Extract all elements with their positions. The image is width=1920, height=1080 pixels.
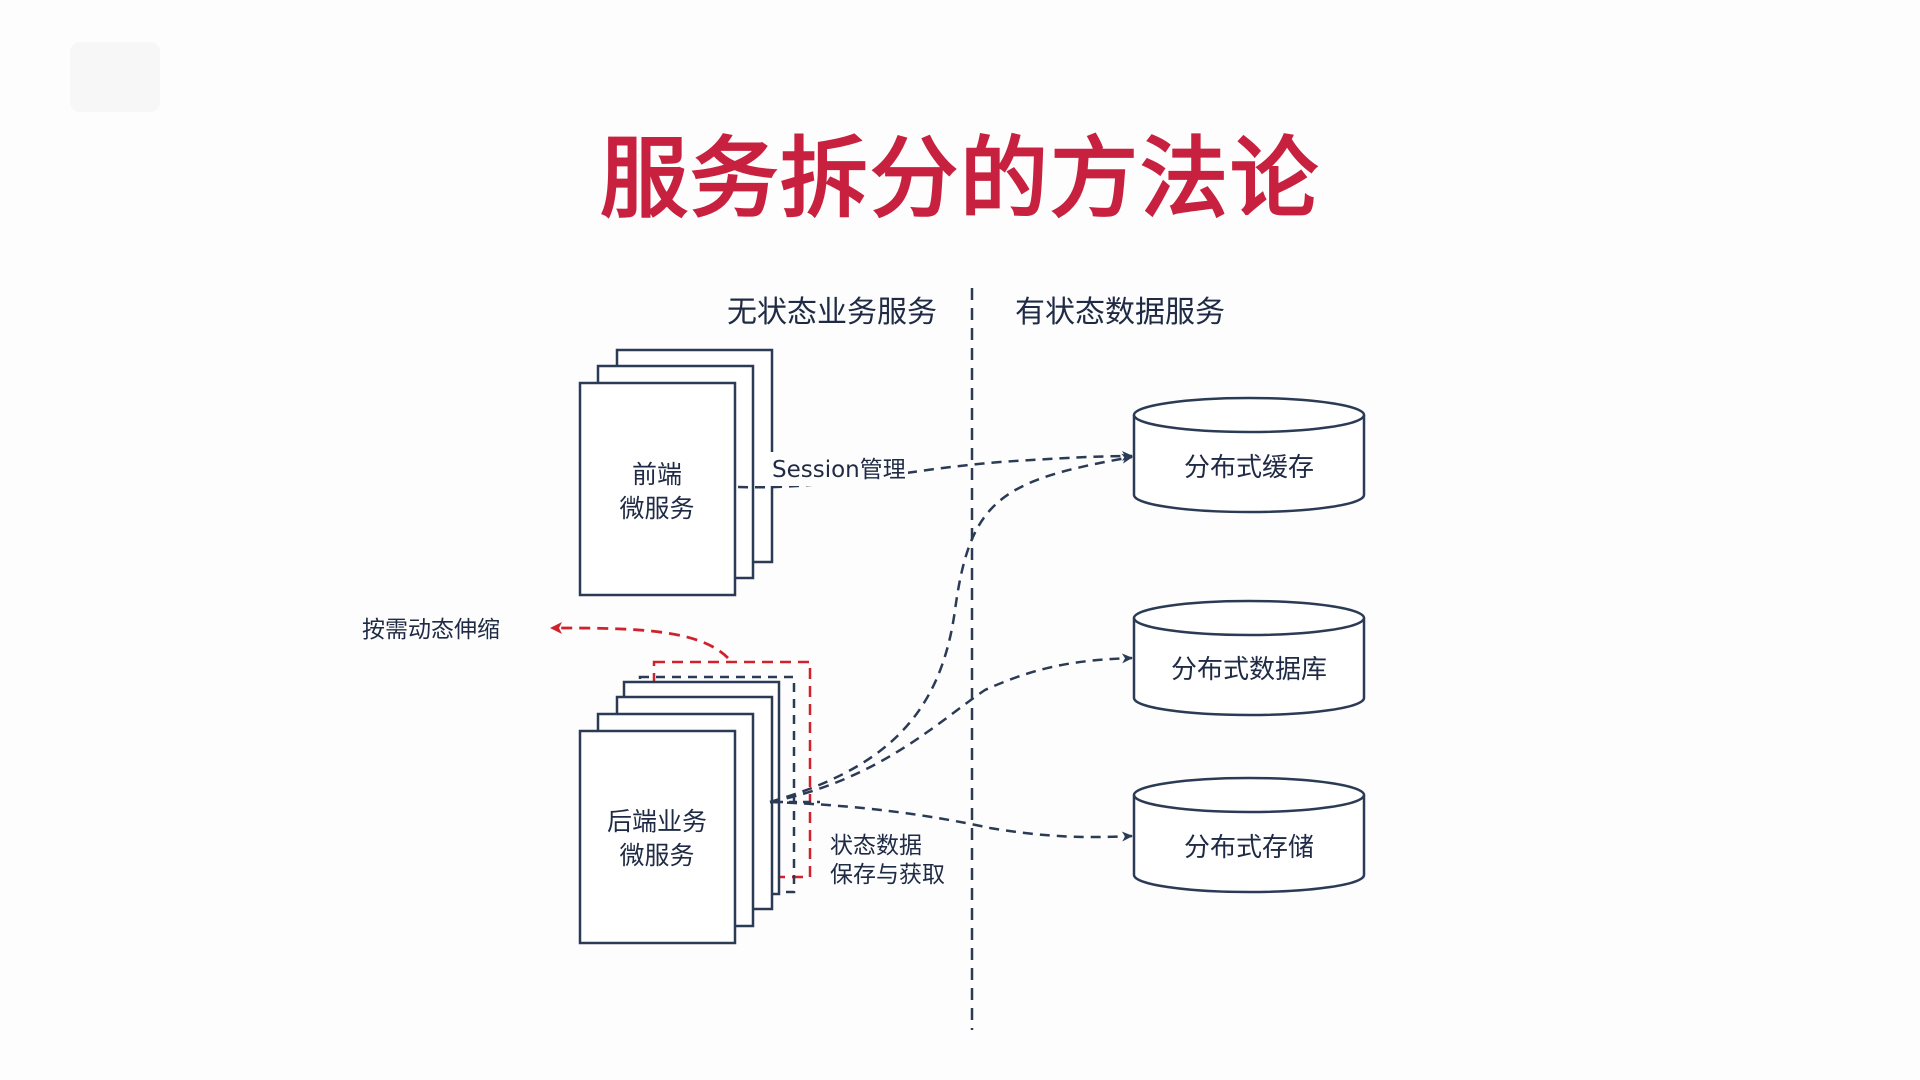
state-data-label-line1: 状态数据 bbox=[830, 833, 922, 859]
storage-label: 分布式存储 bbox=[1184, 833, 1314, 863]
database-cylinder: 分布式数据库 bbox=[1132, 599, 1366, 717]
logo-watermark bbox=[70, 42, 160, 112]
state-data-label-line2: 保存与获取 bbox=[830, 862, 945, 888]
backend-label-line2: 微服务 bbox=[619, 841, 694, 870]
backend-service-stack: 后端业务 微服务 bbox=[578, 660, 812, 945]
scale-label: 按需动态伸缩 bbox=[362, 617, 500, 643]
header-stateless: 无状态业务服务 bbox=[727, 295, 937, 330]
storage-cylinder: 分布式存储 bbox=[1132, 776, 1366, 894]
slide-title: 服务拆分的方法论 bbox=[599, 127, 1320, 230]
state-arrow-storage bbox=[769, 800, 1133, 842]
backend-label-line1: 后端业务 bbox=[607, 807, 707, 836]
header-stateful: 有状态数据服务 bbox=[1015, 295, 1225, 330]
cache-label: 分布式缓存 bbox=[1184, 453, 1314, 483]
scale-arrow bbox=[550, 622, 729, 659]
frontend-label-line1: 前端 bbox=[632, 460, 682, 489]
database-label: 分布式数据库 bbox=[1171, 655, 1327, 685]
frontend-service-stack: 前端 微服务 bbox=[578, 348, 774, 597]
session-label: Session管理 bbox=[772, 457, 906, 483]
state-arrow-database bbox=[769, 653, 1133, 804]
frontend-service-box bbox=[578, 381, 737, 597]
cache-cylinder: 分布式缓存 bbox=[1132, 396, 1366, 514]
state-arrow-cache bbox=[769, 453, 1133, 804]
frontend-label-line2: 微服务 bbox=[619, 494, 694, 523]
backend-service-box bbox=[578, 729, 737, 945]
